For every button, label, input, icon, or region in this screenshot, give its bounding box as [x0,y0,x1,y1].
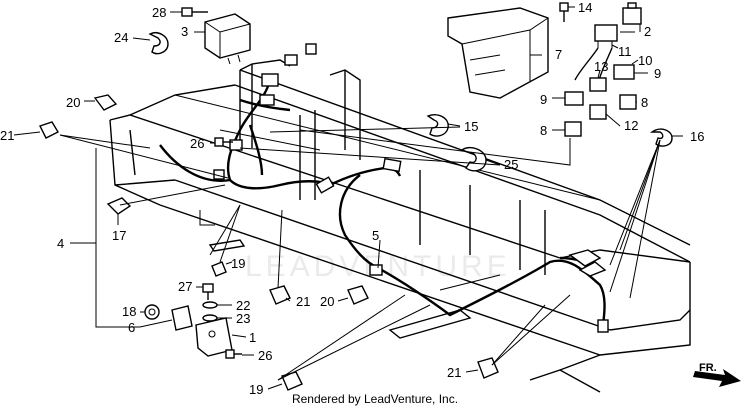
callout-16[interactable]: 16 [690,129,704,144]
leader-lines [13,6,683,390]
bolt-26-lower [225,349,242,359]
front-direction-arrow-icon [693,369,741,387]
callout-27[interactable]: 27 [178,279,192,294]
callout-5[interactable]: 5 [372,228,379,243]
callout-15[interactable]: 15 [464,119,478,134]
clamp-24 [148,32,169,55]
main-wire-harness [159,79,609,333]
callout-8-right[interactable]: 8 [641,95,648,110]
callout-1[interactable]: 1 [249,330,256,345]
relay-8a [619,94,637,110]
relay-13 [589,77,607,92]
fuse-14 [559,2,569,22]
clip-21-left [39,121,59,139]
grommet-19-upper [211,261,227,277]
callout-13[interactable]: 13 [594,59,608,74]
callout-26-lower[interactable]: 26 [258,348,272,363]
bolt-27 [202,283,214,300]
callout-25[interactable]: 25 [504,157,518,172]
callout-7[interactable]: 7 [555,47,562,62]
callout-2[interactable]: 2 [644,24,651,39]
callout-26-upper[interactable]: 26 [190,136,204,151]
callout-21-left[interactable]: 21 [0,128,14,143]
relay-8b [564,121,582,137]
callout-8-left[interactable]: 8 [540,123,547,138]
callout-12[interactable]: 12 [624,118,638,133]
relay-9a [564,91,584,106]
front-direction-label: FR. [699,362,717,374]
bracket-6 [171,305,193,331]
relay-12 [589,104,607,120]
battery-box-7 [447,7,549,99]
bracket-1 [195,317,233,357]
callout-20-upper[interactable]: 20 [66,95,80,110]
clip-17 [106,197,132,215]
callout-21-center[interactable]: 21 [296,294,310,309]
clip-20-lower [347,285,369,305]
callout-10[interactable]: 10 [638,53,652,68]
washer-22 [202,301,218,309]
callout-22[interactable]: 22 [236,298,250,313]
callout-17[interactable]: 17 [112,228,126,243]
callout-19-upper[interactable]: 19 [231,256,245,271]
callout-9-right[interactable]: 9 [654,66,661,81]
callout-28[interactable]: 28 [152,5,166,20]
render-credit: Rendered by LeadVenture, Inc. [291,392,459,406]
callout-4[interactable]: 4 [57,236,64,251]
clip-20-upper [93,94,118,111]
clamp-15 [426,114,449,137]
clamp-16 [649,128,673,147]
callout-labels: 28 14 3 2 24 7 11 10 13 9 9 8 8 12 20 15… [0,0,704,397]
bolt-26-upper [214,137,233,147]
callout-9-left[interactable]: 9 [540,92,547,107]
grommet-19-lower [281,371,303,391]
relay-2 [622,2,642,25]
callout-21-lower[interactable]: 21 [447,365,461,380]
ecu-module-3 [204,13,251,65]
callout-24[interactable]: 24 [114,30,128,45]
clip-21-center [269,285,291,305]
callout-3[interactable]: 3 [181,24,188,39]
grommet-18 [144,304,160,320]
clip-21-lower [477,357,499,379]
relay-10 [613,64,635,80]
relay-11 [574,24,618,85]
callout-20-lower[interactable]: 20 [320,294,334,309]
harness-connectors-top [259,43,317,106]
callout-14[interactable]: 14 [578,0,592,15]
callout-11[interactable]: 11 [618,44,632,59]
callout-19-lower[interactable]: 19 [249,382,263,397]
callout-18[interactable]: 18 [122,304,136,319]
callout-6[interactable]: 6 [128,320,135,335]
bolt-28 [181,7,208,17]
callout-23[interactable]: 23 [236,311,250,326]
